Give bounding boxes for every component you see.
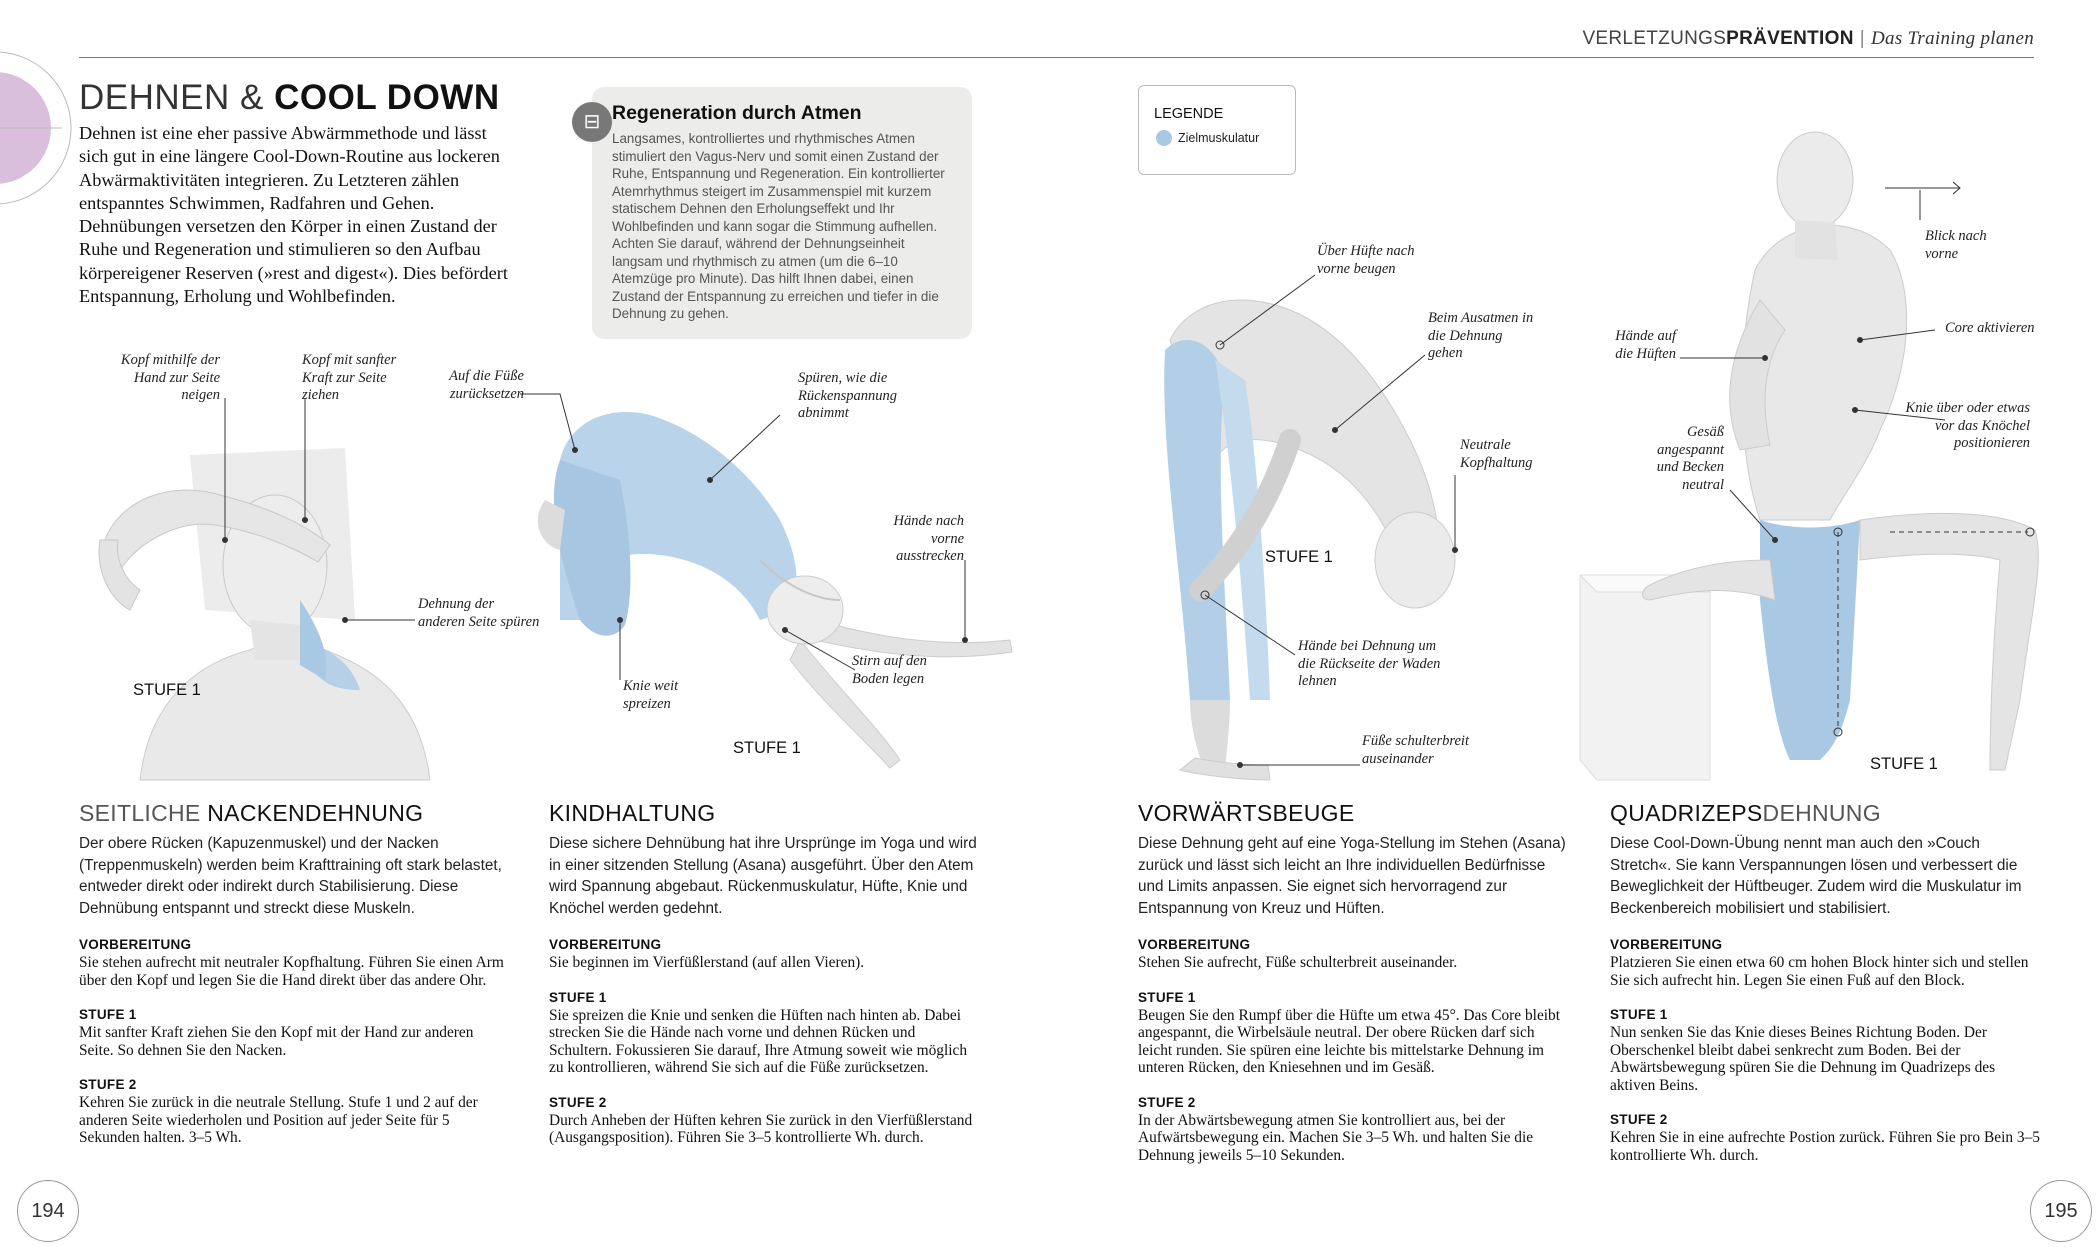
header-separator: |: [1859, 28, 1865, 49]
intro-paragraph: Dehnen ist eine eher passive Abwärmmetho…: [79, 123, 508, 307]
running-header: VERLETZUNGSPRÄVENTION| Das Training plane…: [1582, 28, 2034, 50]
section-title-light: DEHNUNG: [1762, 800, 1881, 826]
section-title-bold: KINDHALTUNG: [549, 800, 716, 826]
prep-heading: VORBEREITUNG: [79, 937, 192, 952]
prep-text: Platzieren Sie einen etwa 60 cm hohen Bl…: [1610, 954, 2029, 989]
legend-swatch: [1156, 130, 1172, 146]
stage2-text: Durch Anheben der Hüften kehren Sie zurü…: [549, 1111, 973, 1147]
section-title-light: SEITLICHE: [79, 800, 208, 826]
annotation-neck-3: Dehnung der anderen Seite spüren: [418, 596, 540, 630]
stage2-text: In der Abwärtsbewegung atmen Sie kontrol…: [1138, 1111, 1534, 1164]
annotation-neck-2: Kopf mit sanfter Kraft zur Seite ziehen: [302, 352, 397, 403]
neck-stretch-figure: [98, 448, 431, 781]
page-title: DEHNEN & COOL DOWN: [79, 78, 500, 118]
prep-text: Sie beginnen im Vierfüßlerstand (auf all…: [549, 954, 865, 971]
prep-heading: VORBEREITUNG: [1138, 937, 1251, 952]
section-steps-quad: VORBEREITUNG Platzieren Sie einen etwa 6…: [1610, 937, 2040, 1182]
annotation-quad-5: Gesäß angespannt und Becken neutral: [1656, 424, 1724, 493]
annotation-fwd-5: Füße schulterbreit auseinander: [1362, 733, 1469, 767]
section-title-bold: QUADRIZEPS: [1610, 800, 1763, 826]
info-box-title: Regeneration durch Atmen: [612, 102, 862, 124]
stage1-text: Beugen Sie den Rumpf über die Hüfte um e…: [1138, 1006, 1561, 1077]
info-box: [592, 87, 972, 339]
header-rule: [79, 57, 2034, 58]
annotation-child-1: Auf die Füße zurücksetzen: [449, 368, 524, 402]
stage-label-quad: STUFE 1: [1870, 755, 1938, 773]
header-section-light: VERLETZUNGS: [1582, 28, 1727, 49]
info-box-text: Langsames, kontrolliertes und rhythmisch…: [612, 131, 945, 321]
prep-text: Sie stehen aufrecht mit neutraler Kopfha…: [79, 954, 504, 989]
stage-label-neck: STUFE 1: [133, 681, 201, 699]
annotation-quad-2: Core aktivieren: [1945, 320, 2035, 336]
annotation-quad-4: Knie über oder etwas vor das Knöchel pos…: [1905, 400, 2030, 451]
quad-stretch-figure: [1578, 131, 2039, 781]
annotation-child-4: Stirn auf den Boden legen: [852, 653, 927, 687]
stage1-text: Nun senken Sie das Knie dieses Beines Ri…: [1610, 1024, 1996, 1094]
stage1-heading: STUFE 1: [79, 1007, 137, 1022]
title-light: DEHNEN &: [79, 78, 275, 117]
annotation-neck-1: Kopf mithilfe der Hand zur Seite neigen: [120, 352, 220, 403]
section-title-neck: SEITLICHE NACKENDEHNUNG: [79, 800, 423, 827]
legend-title: LEGENDE: [1154, 106, 1224, 122]
section-title-bold: NACKENDEHNUNG: [207, 800, 424, 826]
section-steps-neck: VORBEREITUNG Sie stehen aufrecht mit neu…: [79, 937, 509, 1165]
stage2-heading: STUFE 2: [1610, 1112, 1668, 1127]
section-title-bold: VORWÄRTSBEUGE: [1138, 800, 1355, 826]
dumbbell-icon: ⊟: [572, 102, 612, 142]
annotation-quad-1: Blick nach vorne: [1925, 228, 1987, 262]
title-bold: COOL DOWN: [274, 78, 500, 117]
header-chapter: Das Training planen: [1871, 28, 2034, 49]
stage-label-forward: STUFE 1: [1265, 548, 1333, 566]
stage1-text: Mit sanfter Kraft ziehen Sie den Kopf mi…: [79, 1024, 474, 1059]
header-section-bold: PRÄVENTION: [1726, 28, 1854, 49]
prep-heading: VORBEREITUNG: [1610, 937, 1723, 952]
page-number-left: 194: [17, 1180, 79, 1242]
forward-bend-figure: [1164, 299, 1456, 781]
section-intro-child: Diese sichere Dehnübung hat ihre Ursprün…: [549, 835, 977, 917]
annotation-leader-lines: [222, 181, 2035, 768]
annotation-fwd-4: Hände bei Dehnung um die Rückseite der W…: [1298, 638, 1441, 689]
annotation-fwd-1: Über Hüfte nach vorne beugen: [1317, 243, 1415, 277]
prep-heading: VORBEREITUNG: [549, 937, 662, 952]
section-intro-forward: Diese Dehnung geht auf eine Yoga-Stellun…: [1138, 835, 1566, 917]
section-steps-child: VORBEREITUNG Sie beginnen im Vierfüßlers…: [549, 937, 979, 1165]
stage2-text: Kehren Sie in eine aufrechte Postion zur…: [1610, 1129, 2040, 1164]
annotation-child-3: Hände nach vorne ausstrecken: [893, 513, 964, 564]
section-title-forward: VORWÄRTSBEUGE: [1138, 800, 1354, 827]
page-number-right: 195: [2030, 1180, 2092, 1242]
annotation-fwd-2: Beim Ausatmen in die Dehnung gehen: [1428, 310, 1534, 361]
prep-text: Stehen Sie aufrecht, Füße schulterbreit …: [1138, 954, 1458, 971]
stage1-heading: STUFE 1: [1610, 1007, 1668, 1022]
stage2-heading: STUFE 2: [1138, 1094, 1196, 1110]
annotation-quad-3: Hände auf die Hüften: [1615, 328, 1676, 362]
annotation-child-2: Spüren, wie die Rückenspannung abnimmt: [798, 370, 898, 421]
annotation-fwd-3: Neutrale Kopfhaltung: [1460, 437, 1533, 471]
stage-label-child: STUFE 1: [733, 739, 801, 757]
stage1-heading: STUFE 1: [549, 989, 607, 1005]
child-pose-figure: [537, 412, 1013, 769]
section-title-child: KINDHALTUNG: [549, 800, 715, 827]
annotation-child-5: Knie weit spreizen: [623, 678, 679, 712]
section-title-quad: QUADRIZEPSDEHNUNG: [1610, 800, 1881, 827]
stage2-heading: STUFE 2: [79, 1077, 137, 1092]
section-intro-neck: Der obere Rücken (Kapuzenmuskel) und der…: [79, 835, 502, 917]
legend-label: Zielmuskulatur: [1178, 131, 1260, 145]
chapter-tab-ornament: [0, 51, 72, 205]
section-steps-forward: VORBEREITUNG Stehen Sie aufrecht, Füße s…: [1138, 937, 1568, 1182]
stage1-heading: STUFE 1: [1138, 989, 1196, 1005]
stage1-text: Sie spreizen die Knie und senken die Hüf…: [549, 1006, 968, 1077]
stage2-text: Kehren Sie zurück in die neutrale Stellu…: [79, 1094, 478, 1146]
stage2-heading: STUFE 2: [549, 1094, 607, 1110]
section-intro-quad: Diese Cool-Down-Übung nennt man auch den…: [1610, 835, 2022, 917]
